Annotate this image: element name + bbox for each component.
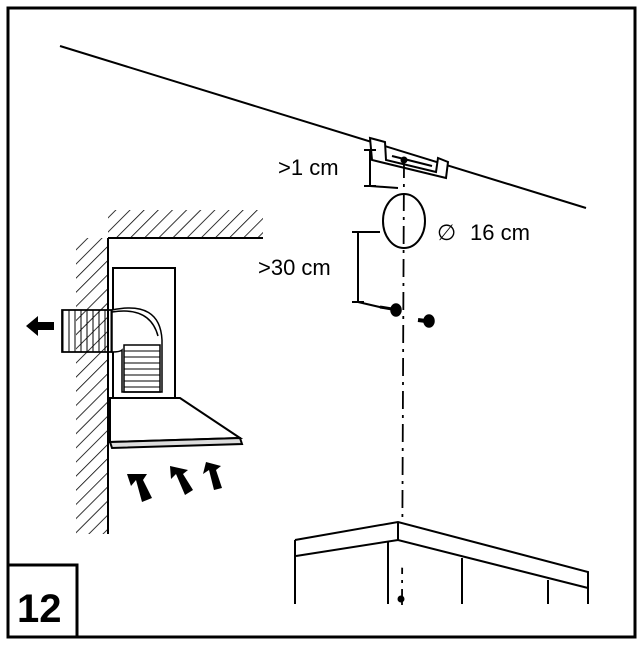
wall-plug-icon [417, 314, 435, 328]
figure-frame [6, 6, 637, 639]
air-inflow-arrow-icon [127, 462, 222, 502]
step-number-box [6, 563, 79, 639]
duct-diameter-label: 16 cm [470, 220, 530, 245]
diameter-symbol: ∅ [437, 220, 456, 245]
hood-canopy [108, 397, 244, 450]
ceiling-hatching [108, 210, 263, 238]
flexible-duct [61, 307, 163, 393]
mounting-bracket [368, 136, 450, 180]
air-outflow-arrow-icon [26, 316, 54, 336]
screw-icon [379, 303, 402, 317]
kitchen-cabinet [294, 520, 589, 604]
step-number: 12 [17, 587, 62, 631]
ceiling-line [59, 45, 587, 209]
mount-height-label: >30 cm [258, 255, 331, 280]
bracket-clearance-dimension [364, 149, 399, 189]
bracket-clearance-label: >1 cm [278, 155, 339, 180]
wall-hatching [76, 238, 108, 534]
mount-height-dimension [352, 231, 385, 309]
